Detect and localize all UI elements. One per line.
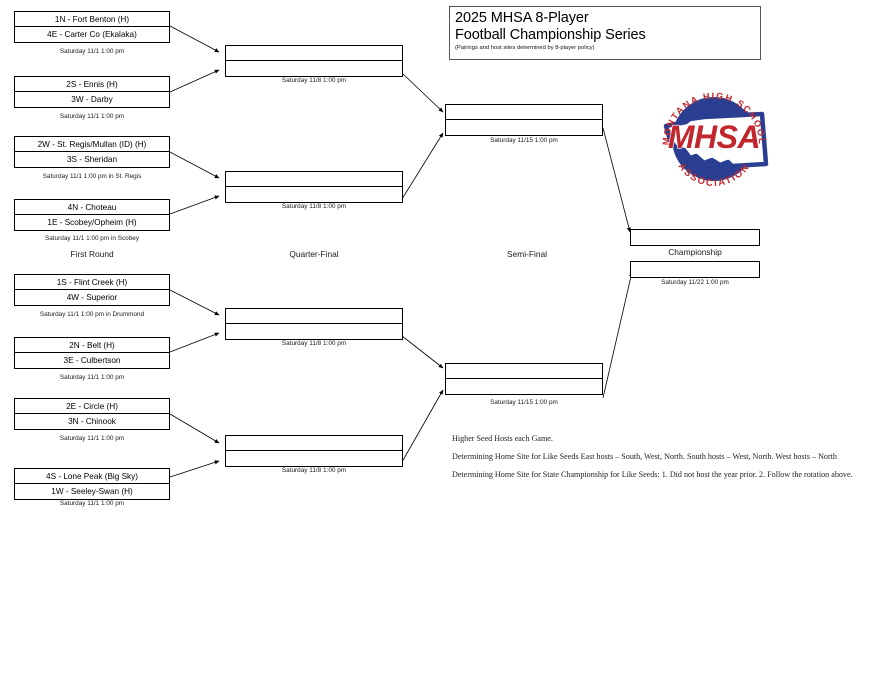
quarter-final-game-4[interactable] [225,435,403,467]
note-line-1: Higher Seed Hosts each Game. [452,434,553,443]
first-round-game-2[interactable]: 2S - Ennis (H) 3W - Darby [14,76,170,108]
team-slot-bottom[interactable] [226,451,402,466]
first-round-game-6-date: Saturday 11/1 1:00 pm [59,374,125,381]
semi-final-game-1-date: Saturday 11/15 1:00 pm [490,137,558,144]
team-slot-bottom[interactable] [226,61,402,76]
team-slot-top[interactable] [226,46,402,61]
team-slot-bottom[interactable]: 3N - Chinook [68,417,116,426]
team-slot-top[interactable]: 4N - Choteau [15,200,169,215]
quarter-final-game-4-date: Saturday 11/8 1:00 pm [281,467,347,474]
team-slot-top[interactable] [226,172,402,187]
team-slot-bottom[interactable]: 3E - Culbertson [63,356,121,365]
logo-wordmark: MHSA [668,119,760,155]
note-line-2: Determining Home Site for Like Seeds Eas… [452,452,837,461]
team-slot-bottom[interactable]: 1W - Seeley-Swan (H) [51,487,133,496]
championship-slot-top-box[interactable] [630,229,760,246]
quarter-final-game-1-date: Saturday 11/8 1:00 pm [281,77,347,84]
first-round-game-3-date: Saturday 11/1 1:00 pm in St. Regis [42,173,142,180]
first-round-game-4-date: Saturday 11/1 1:00 pm in Scobey [44,235,140,242]
quarter-final-game-3[interactable] [225,308,403,340]
team-slot-top[interactable] [446,364,602,379]
note-line-3: Determining Home Site for State Champion… [452,470,853,479]
quarter-final-game-2-date: Saturday 11/8 1:00 pm [281,203,347,210]
title-line-2: Football Championship Series [455,27,646,43]
team-slot-top[interactable]: 1N - Fort Benton (H) [15,12,169,27]
team-slot-top[interactable]: 2N - Belt (H) [15,338,169,353]
round-label-semi-final: Semi-Final [506,249,548,259]
notes-block: Higher Seed Hosts each Game. Determining… [452,430,892,484]
team-slot-bottom[interactable] [631,262,759,277]
quarter-final-game-1[interactable] [225,45,403,77]
first-round-game-3[interactable]: 2W - St. Regis/Mullan (ID) (H) 3S - Sher… [14,136,170,168]
round-label-quarter-final: Quarter-Final [289,249,339,259]
first-round-game-7-date: Saturday 11/1 1:00 pm [59,435,125,442]
semi-final-game-1[interactable] [445,104,603,136]
quarter-final-game-3-date: Saturday 11/8 1:00 pm [281,340,347,347]
team-slot-top[interactable]: 2E - Circle (H) [15,399,169,414]
team-slot-top[interactable]: 4S - Lone Peak (Big Sky) [15,469,169,484]
semi-final-game-2-date: Saturday 11/15 1:00 pm [490,399,558,406]
team-slot-bottom[interactable] [226,187,402,202]
team-slot-bottom[interactable]: 1E - Scobey/Opheim (H) [47,218,137,227]
championship-date: Saturday 11/22 1:00 pm [661,279,729,286]
first-round-game-2-date: Saturday 11/1 1:00 pm [59,113,125,120]
team-slot-bottom[interactable]: 4E - Carter Co (Ekalaka) [47,30,137,39]
team-slot-top[interactable]: 1S - Flint Creek (H) [15,275,169,290]
championship-slot-bottom-box[interactable] [630,261,760,278]
first-round-game-1[interactable]: 1N - Fort Benton (H) 4E - Carter Co (Eka… [14,11,170,43]
title-line-1: 2025 MHSA 8-Player [455,10,589,26]
team-slot-bottom[interactable]: 4W - Superior [66,293,118,302]
first-round-game-5-date: Saturday 11/1 1:00 pm in Drummond [39,311,145,318]
team-slot-bottom[interactable]: 3W - Darby [71,95,113,104]
first-round-game-4[interactable]: 4N - Choteau 1E - Scobey/Opheim (H) [14,199,170,231]
first-round-game-8-date: Saturday 11/1 1:00 pm [59,500,125,507]
first-round-game-8[interactable]: 4S - Lone Peak (Big Sky) 1W - Seeley-Swa… [14,468,170,500]
title-block: 2025 MHSA 8-Player Football Championship… [449,6,761,60]
first-round-game-5[interactable]: 1S - Flint Creek (H) 4W - Superior [14,274,170,306]
mhsa-logo: MONTANA HIGH SCHOOL ASSOCIATION MHSA [661,91,769,189]
first-round-game-1-date: Saturday 11/1 1:00 pm [59,48,125,55]
quarter-final-game-2[interactable] [225,171,403,203]
montana-outline [663,111,769,169]
team-slot-bottom[interactable] [446,379,602,394]
team-slot-bottom[interactable] [446,120,602,135]
team-slot-bottom[interactable]: 3S - Sheridan [66,155,118,164]
team-slot-top[interactable] [226,309,402,324]
round-label-championship: Championship [668,247,722,257]
title-subtitle: (Pairings and host sites determined by 8… [455,45,595,51]
team-slot-top[interactable] [446,105,602,120]
team-slot-bottom[interactable] [226,324,402,339]
team-slot-top[interactable] [226,436,402,451]
team-slot-top[interactable] [631,230,759,245]
team-slot-top[interactable]: 2W - St. Regis/Mullan (ID) (H) [15,137,169,152]
semi-final-game-2[interactable] [445,363,603,395]
first-round-game-7[interactable]: 2E - Circle (H) 3N - Chinook [14,398,170,430]
round-label-first-round: First Round [70,249,114,259]
first-round-game-6[interactable]: 2N - Belt (H) 3E - Culbertson [14,337,170,369]
team-slot-top[interactable]: 2S - Ennis (H) [15,77,169,92]
